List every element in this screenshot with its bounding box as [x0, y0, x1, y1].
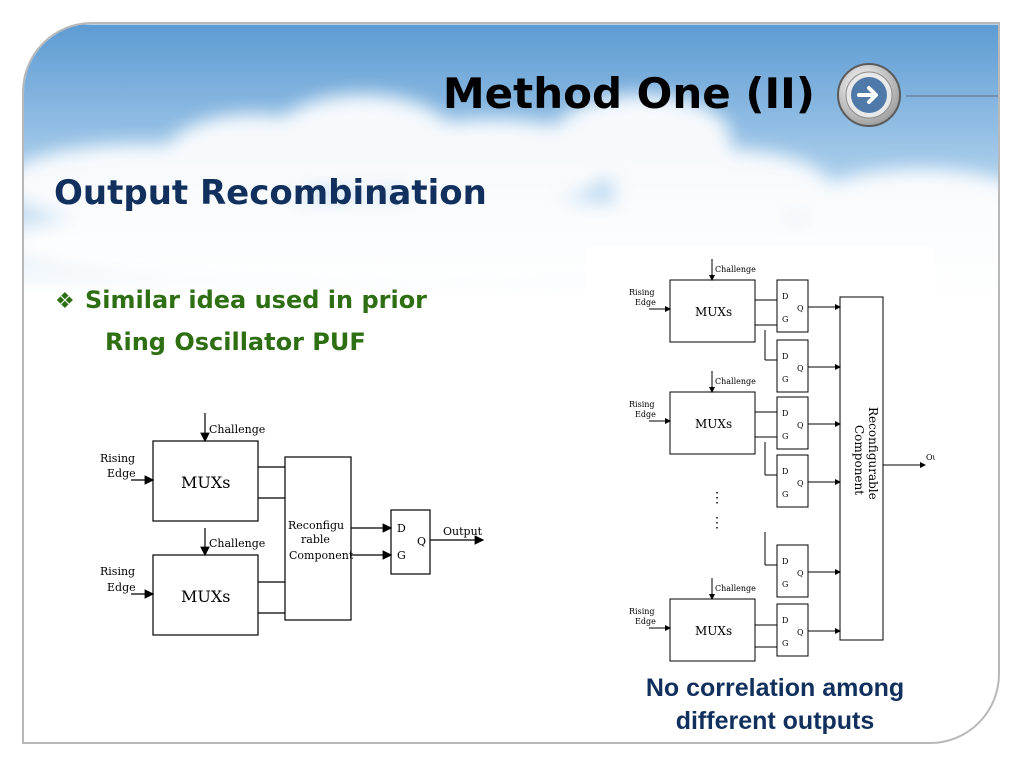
edge-label: Edge	[635, 410, 656, 419]
d-label: D	[782, 467, 788, 476]
rising-label: Rising	[629, 607, 655, 616]
edge-label: Edge	[107, 467, 136, 480]
challenge-label: Challenge	[209, 537, 265, 550]
g-label: G	[782, 432, 788, 441]
q-label: Q	[797, 628, 804, 637]
q-label: Q	[417, 535, 426, 548]
q-label: Q	[797, 364, 804, 373]
challenge-label: Challenge	[715, 377, 756, 386]
bullet-line-2: Ring Oscillator PUF	[105, 328, 366, 356]
caption-line-1: No correlation among	[645, 674, 905, 702]
diamond-bullet-icon: ❖	[55, 289, 75, 314]
right-diagram-panel	[585, 247, 935, 667]
ellipsis-dots: ⋮	[710, 515, 724, 531]
right-block-diagram: Challenge Challenge Challenge Rising Edg…	[629, 259, 935, 662]
rising-label: Rising	[100, 452, 135, 465]
slide-title: Method One (II)	[442, 69, 815, 118]
g-label: G	[782, 375, 788, 384]
mux-label: MUXs	[695, 624, 732, 638]
d-label: D	[782, 292, 788, 301]
rising-label: Rising	[629, 400, 655, 409]
rising-label: Rising	[629, 288, 655, 297]
mux-label: MUXs	[181, 587, 230, 606]
challenge-label: Challenge	[209, 423, 265, 436]
d-label: D	[782, 352, 788, 361]
g-label: G	[397, 549, 406, 562]
reconfigurable-component-block	[284, 456, 352, 621]
q-label: Q	[797, 479, 804, 488]
ellipsis-dots: ⋮	[710, 490, 724, 506]
reconfigurable-component-block	[839, 296, 884, 641]
mux-label: MUXs	[181, 473, 230, 492]
dq-flipflop	[390, 509, 431, 575]
bullet-point: ❖ Similar idea used in prior Ring Oscilla…	[55, 280, 427, 362]
reconfig-label-3: Component	[289, 549, 354, 562]
edge-label: Edge	[635, 298, 656, 307]
d-label: D	[782, 616, 788, 625]
reconfig-label-2: rable	[301, 533, 330, 546]
rising-label: Rising	[100, 565, 135, 578]
next-arrow-icon[interactable]	[834, 60, 904, 130]
edge-label: Edge	[635, 617, 656, 626]
left-block-diagram: Challenge Rising Edge MUXs Challenge Ris…	[100, 413, 485, 636]
d-label: D	[782, 557, 788, 566]
dq-labels: D G Q D G Q D G Q D G Q D G Q D G Q	[782, 292, 804, 648]
reconfig-label-1: Reconfigu	[288, 519, 344, 532]
mux-label: MUXs	[695, 305, 732, 319]
section-heading: Output Recombination	[54, 173, 487, 213]
g-label: G	[782, 639, 788, 648]
output-label: Output	[926, 453, 935, 462]
q-label: Q	[797, 421, 804, 430]
mux-label: MUXs	[695, 417, 732, 431]
edge-label: Edge	[107, 581, 136, 594]
d-label: D	[397, 522, 406, 535]
output-label: Output	[443, 525, 483, 538]
d-label: D	[782, 409, 788, 418]
diagram-caption: No correlation among different outputs	[600, 672, 950, 738]
title-rule	[906, 95, 998, 97]
g-label: G	[782, 580, 788, 589]
reconfig-label-2: Component	[852, 425, 866, 495]
g-label: G	[782, 315, 788, 324]
reconfig-label-1: Reconfigurable	[866, 407, 880, 500]
q-label: Q	[797, 304, 804, 313]
caption-line-2: different outputs	[675, 707, 875, 735]
challenge-label: Challenge	[715, 265, 756, 274]
q-label: Q	[797, 569, 804, 578]
bullet-line-1: Similar idea used in prior	[85, 286, 428, 314]
g-label: G	[782, 490, 788, 499]
challenge-label: Challenge	[715, 584, 756, 593]
